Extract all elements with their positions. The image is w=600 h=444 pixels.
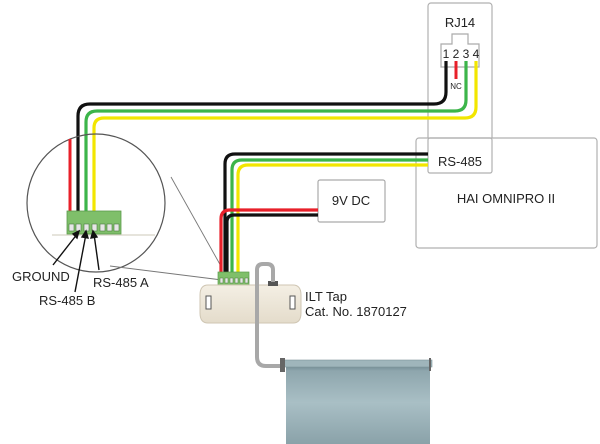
terminal-screw [75, 223, 82, 232]
terminal-screw [239, 277, 244, 284]
power-supply-housing [317, 179, 386, 223]
ilt-tap-name: ILT Tap [305, 289, 347, 304]
rj14-jack: RJ14 1 2 3 4 NC [427, 2, 493, 174]
terminal-screw [83, 223, 90, 232]
ilt-tap-device [199, 271, 302, 324]
controller-name: HAI OMNIPRO II [457, 191, 555, 206]
arrow-rs485-a [93, 233, 100, 271]
callout-rs485-b: RS-485 B [39, 293, 95, 308]
wire-black-rs485 [223, 152, 428, 277]
wire-black-rj14 [76, 61, 448, 214]
terminal-screw [99, 223, 106, 232]
rj14-nc-label: NC [450, 82, 462, 91]
ilt-tap-body [199, 284, 302, 324]
wire-green-rs485 [230, 158, 428, 277]
arrow-ground-head [71, 229, 81, 240]
controller-port-label: RS-485 [438, 154, 482, 169]
controller-housing [415, 137, 598, 249]
terminal-screw [219, 277, 224, 284]
callout-rs485-a: RS-485 A [93, 275, 149, 290]
shade-motor-end [280, 358, 285, 372]
magnifier-leader-top [170, 176, 223, 269]
rj14-pin-4: 4 [473, 47, 480, 61]
arrow-rs485-b-head [80, 229, 89, 239]
wire-black-power [225, 213, 318, 277]
ilt-tap-catalog: Cat. No. 1870127 [305, 304, 407, 319]
wire-yellow-rj14 [92, 61, 478, 214]
magnifier-circle [26, 133, 166, 273]
shade-idle-end [429, 358, 431, 371]
callout-arrows [52, 229, 100, 293]
ilt-tap-left-clip [205, 295, 212, 310]
terminal-screw [234, 277, 239, 284]
arrow-rs485-b [74, 233, 87, 293]
roller-shade [280, 358, 433, 444]
terminal-screw [229, 277, 234, 284]
terminal-screw [106, 223, 113, 232]
terminal-screw [91, 223, 98, 232]
terminal-screw [224, 277, 229, 284]
rs485-cable [223, 152, 428, 277]
rj14-cable [76, 61, 478, 214]
shade-fabric [286, 361, 430, 444]
magnified-terminal-view [26, 133, 223, 293]
terminal-screw [113, 223, 120, 232]
callout-ground: GROUND [12, 269, 70, 284]
shade-roller-tube [283, 359, 433, 368]
rj14-title: RJ14 [445, 15, 475, 30]
arrow-ground [52, 232, 79, 266]
rj14-pin-3: 3 [463, 47, 470, 61]
power-supply: 9V DC [317, 179, 386, 223]
ilt-tap-connector [268, 281, 278, 286]
rj14-pin-2: 2 [453, 47, 460, 61]
wire-green-rj14 [84, 61, 468, 214]
power-supply-label: 9V DC [332, 193, 370, 208]
rj14-socket-icon [440, 33, 480, 68]
wire-yellow-rs485 [236, 163, 428, 277]
controller-panel: RS-485 HAI OMNIPRO II [415, 137, 598, 249]
ilt-tap-right-clip [289, 295, 296, 310]
magnifier-leader-bottom [109, 265, 223, 281]
wire-red-power [219, 208, 318, 277]
rj14-pin-1: 1 [443, 47, 450, 61]
power-cable [219, 208, 318, 277]
shade-motor-cable [255, 262, 283, 368]
arrow-rs485-a-head [90, 229, 99, 239]
terminal-screw [68, 223, 75, 232]
terminal-screws [68, 223, 120, 232]
terminal-screw [244, 277, 249, 284]
